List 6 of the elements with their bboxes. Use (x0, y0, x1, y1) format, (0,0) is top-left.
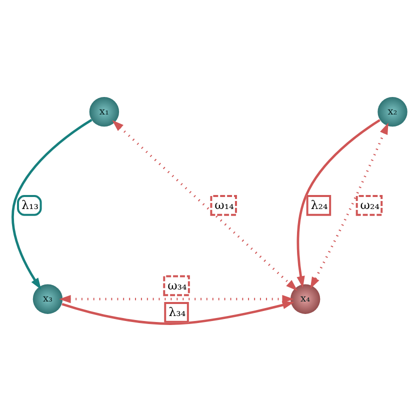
edge-label: λ₂₄ (310, 198, 328, 212)
edge-label: ω₃₄ (168, 278, 187, 292)
edge-label: ω₁₄ (214, 198, 234, 212)
edge-label: λ₃₄ (168, 304, 186, 319)
edge-label: λ₁₃ (21, 198, 39, 212)
edge-label: ω₂₄ (360, 198, 380, 212)
